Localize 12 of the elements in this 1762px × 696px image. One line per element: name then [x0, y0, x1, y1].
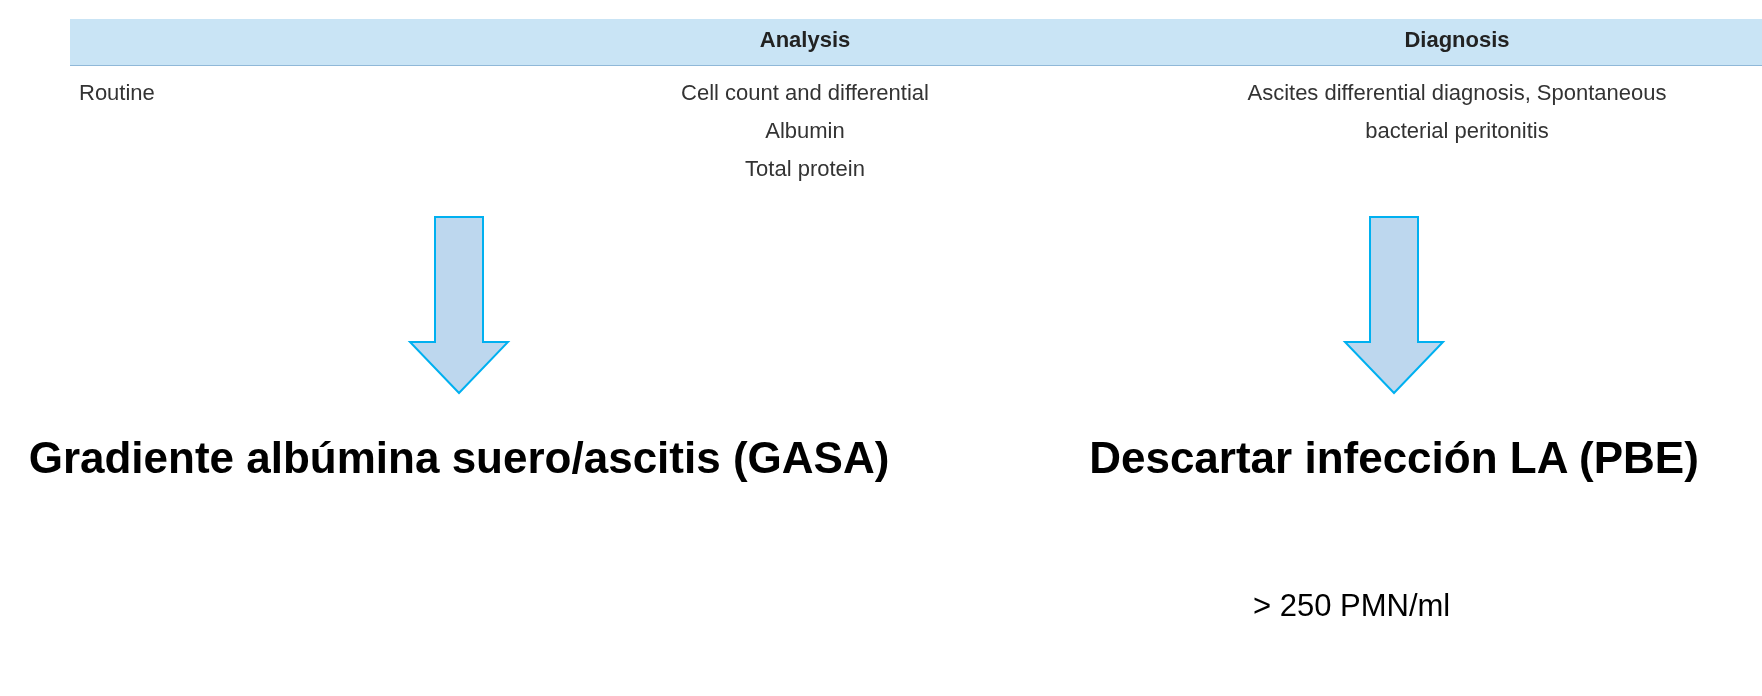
block-arrow [407, 216, 511, 395]
column-header: Analysis [759, 26, 851, 54]
table-cell-text: Ascites differential diagnosis, Spontaneous bacterial peritonitis [1247, 79, 1667, 145]
block-arrow [1342, 216, 1446, 395]
row-header: Routine [79, 79, 155, 107]
result-heading: Gradiente albúmina suero/ascitis (GASA) [19, 425, 899, 491]
result-heading: Descartar infección LA (PBE) [1074, 425, 1714, 491]
threshold-note: > 250 PMN/ml [1253, 588, 1451, 624]
table-cell-text: Albumin [765, 117, 845, 145]
table-cell-text: Total protein [745, 155, 865, 183]
column-header: Diagnosis [1404, 26, 1510, 54]
table-cell-text: Cell count and differential [681, 79, 929, 107]
